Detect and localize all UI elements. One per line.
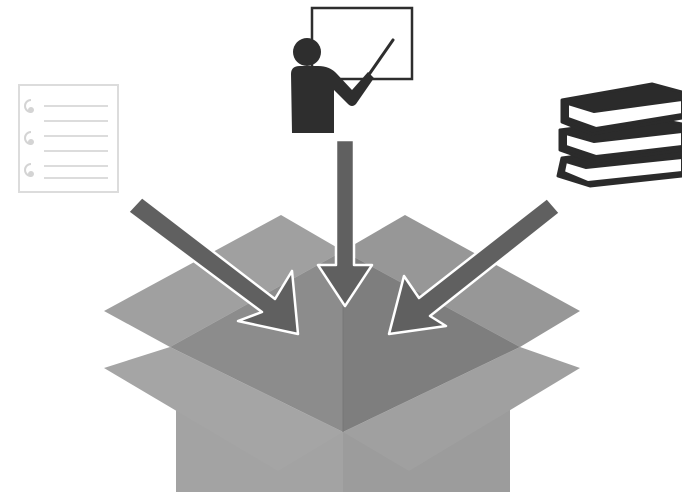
- notebook-icon: [19, 85, 118, 192]
- books-icon: [558, 84, 682, 186]
- teacher-icon: [291, 8, 412, 133]
